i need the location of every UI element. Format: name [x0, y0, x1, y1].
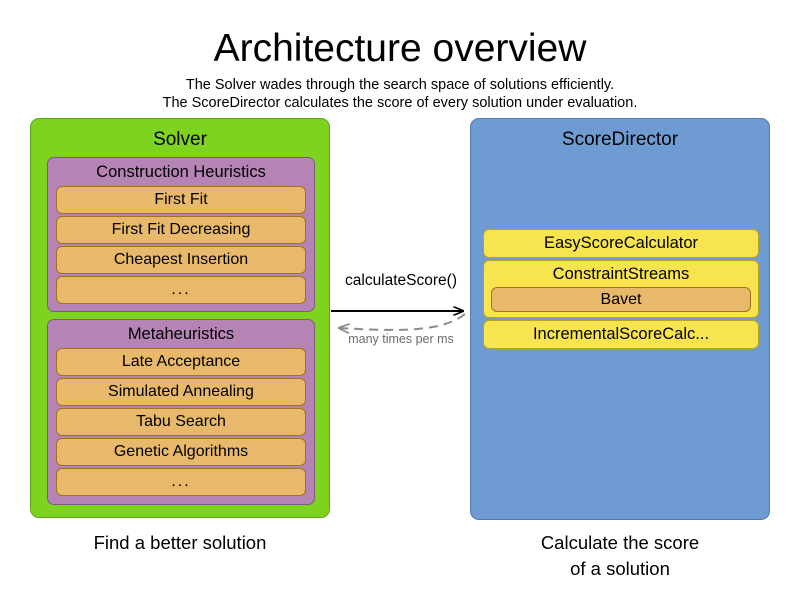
- solver-panel: Solver Construction Heuristics First Fit…: [30, 118, 330, 518]
- list-item[interactable]: Tabu Search: [56, 408, 306, 436]
- list-item[interactable]: Genetic Algorithms: [56, 438, 306, 466]
- list-item[interactable]: First Fit: [56, 186, 306, 214]
- arrow-label-many-times-per-ms: many times per ms: [348, 332, 454, 346]
- header: Architecture overview The Solver wades t…: [0, 0, 800, 112]
- list-item[interactable]: ...: [56, 276, 306, 304]
- caption-right-line-1: Calculate the score: [540, 532, 700, 553]
- caption-right-line-2: of a solution: [570, 558, 670, 579]
- metaheuristics-item-list: Late Acceptance Simulated Annealing Tabu…: [56, 348, 306, 496]
- scoredirector-panel: ScoreDirector EasyScoreCalculator Constr…: [470, 118, 770, 520]
- list-item[interactable]: Late Acceptance: [56, 348, 306, 376]
- scoredirector-item-list: EasyScoreCalculator ConstraintStreams Ba…: [483, 229, 759, 351]
- arrow-label-calculate-score: calculateScore(): [345, 272, 457, 289]
- solver-panel-title: Solver: [153, 129, 207, 150]
- group-title-metaheuristics: Metaheuristics: [127, 325, 235, 343]
- list-item[interactable]: First Fit Decreasing: [56, 216, 306, 244]
- group-metaheuristics: Metaheuristics Late Acceptance Simulated…: [47, 319, 315, 505]
- caption-calculate-score: Calculate the score of a solution: [470, 530, 770, 582]
- group-title-construction-heuristics: Construction Heuristics: [96, 163, 266, 181]
- list-item[interactable]: Cheapest Insertion: [56, 246, 306, 274]
- group-construction-heuristics: Construction Heuristics First Fit First …: [47, 157, 315, 312]
- construction-heuristics-item-list: First Fit First Fit Decreasing Cheapest …: [56, 186, 306, 304]
- list-item-constraint-streams[interactable]: ConstraintStreams Bavet: [483, 260, 759, 318]
- subtitle-line-2: The ScoreDirector calculates the score o…: [162, 95, 638, 111]
- arrow-many-times-per-ms: [339, 313, 466, 330]
- list-item[interactable]: Simulated Annealing: [56, 378, 306, 406]
- list-item-easy-score-calculator[interactable]: EasyScoreCalculator: [483, 229, 759, 258]
- page-title: Architecture overview: [213, 27, 587, 70]
- list-item-bavet[interactable]: Bavet: [491, 287, 751, 312]
- caption-find-better-solution: Find a better solution: [93, 532, 267, 553]
- subtitle-line-1: The Solver wades through the search spac…: [185, 77, 615, 93]
- list-item-incremental-score-calculator[interactable]: IncrementalScoreCalc...: [483, 320, 759, 349]
- constraint-streams-label: ConstraintStreams: [552, 265, 690, 283]
- scoredirector-panel-title: ScoreDirector: [561, 129, 679, 150]
- list-item[interactable]: ...: [56, 468, 306, 496]
